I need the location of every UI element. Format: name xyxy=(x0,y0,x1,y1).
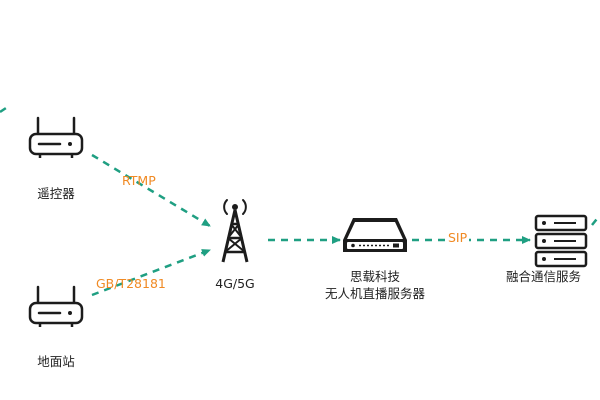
edge-rtmp xyxy=(91,153,211,228)
fusion-server-label: 融合通信服务 xyxy=(506,269,582,284)
ground-station-label: 地面站 xyxy=(37,354,75,369)
router-icon xyxy=(28,116,84,158)
offscreen-edge-left xyxy=(0,106,7,114)
edge-label-gb: GB/T28181 xyxy=(96,276,166,291)
edge-label-rtmp: RTMP xyxy=(122,173,156,188)
remote-controller-label: 遥控器 xyxy=(37,186,75,201)
cell-tower-icon xyxy=(221,199,249,263)
server-icon xyxy=(343,218,407,252)
offscreen-edge-right xyxy=(591,214,600,226)
drone-server-label-line2: 无人机直播服务器 xyxy=(324,286,425,301)
edge-label-sip: SIP xyxy=(446,230,470,245)
edge-gb xyxy=(91,248,211,297)
server-rack-icon xyxy=(534,214,588,268)
router-icon xyxy=(28,285,84,327)
drone-server-label-line1: 思载科技 xyxy=(349,269,400,284)
cell-tower-label: 4G/5G xyxy=(215,276,255,291)
